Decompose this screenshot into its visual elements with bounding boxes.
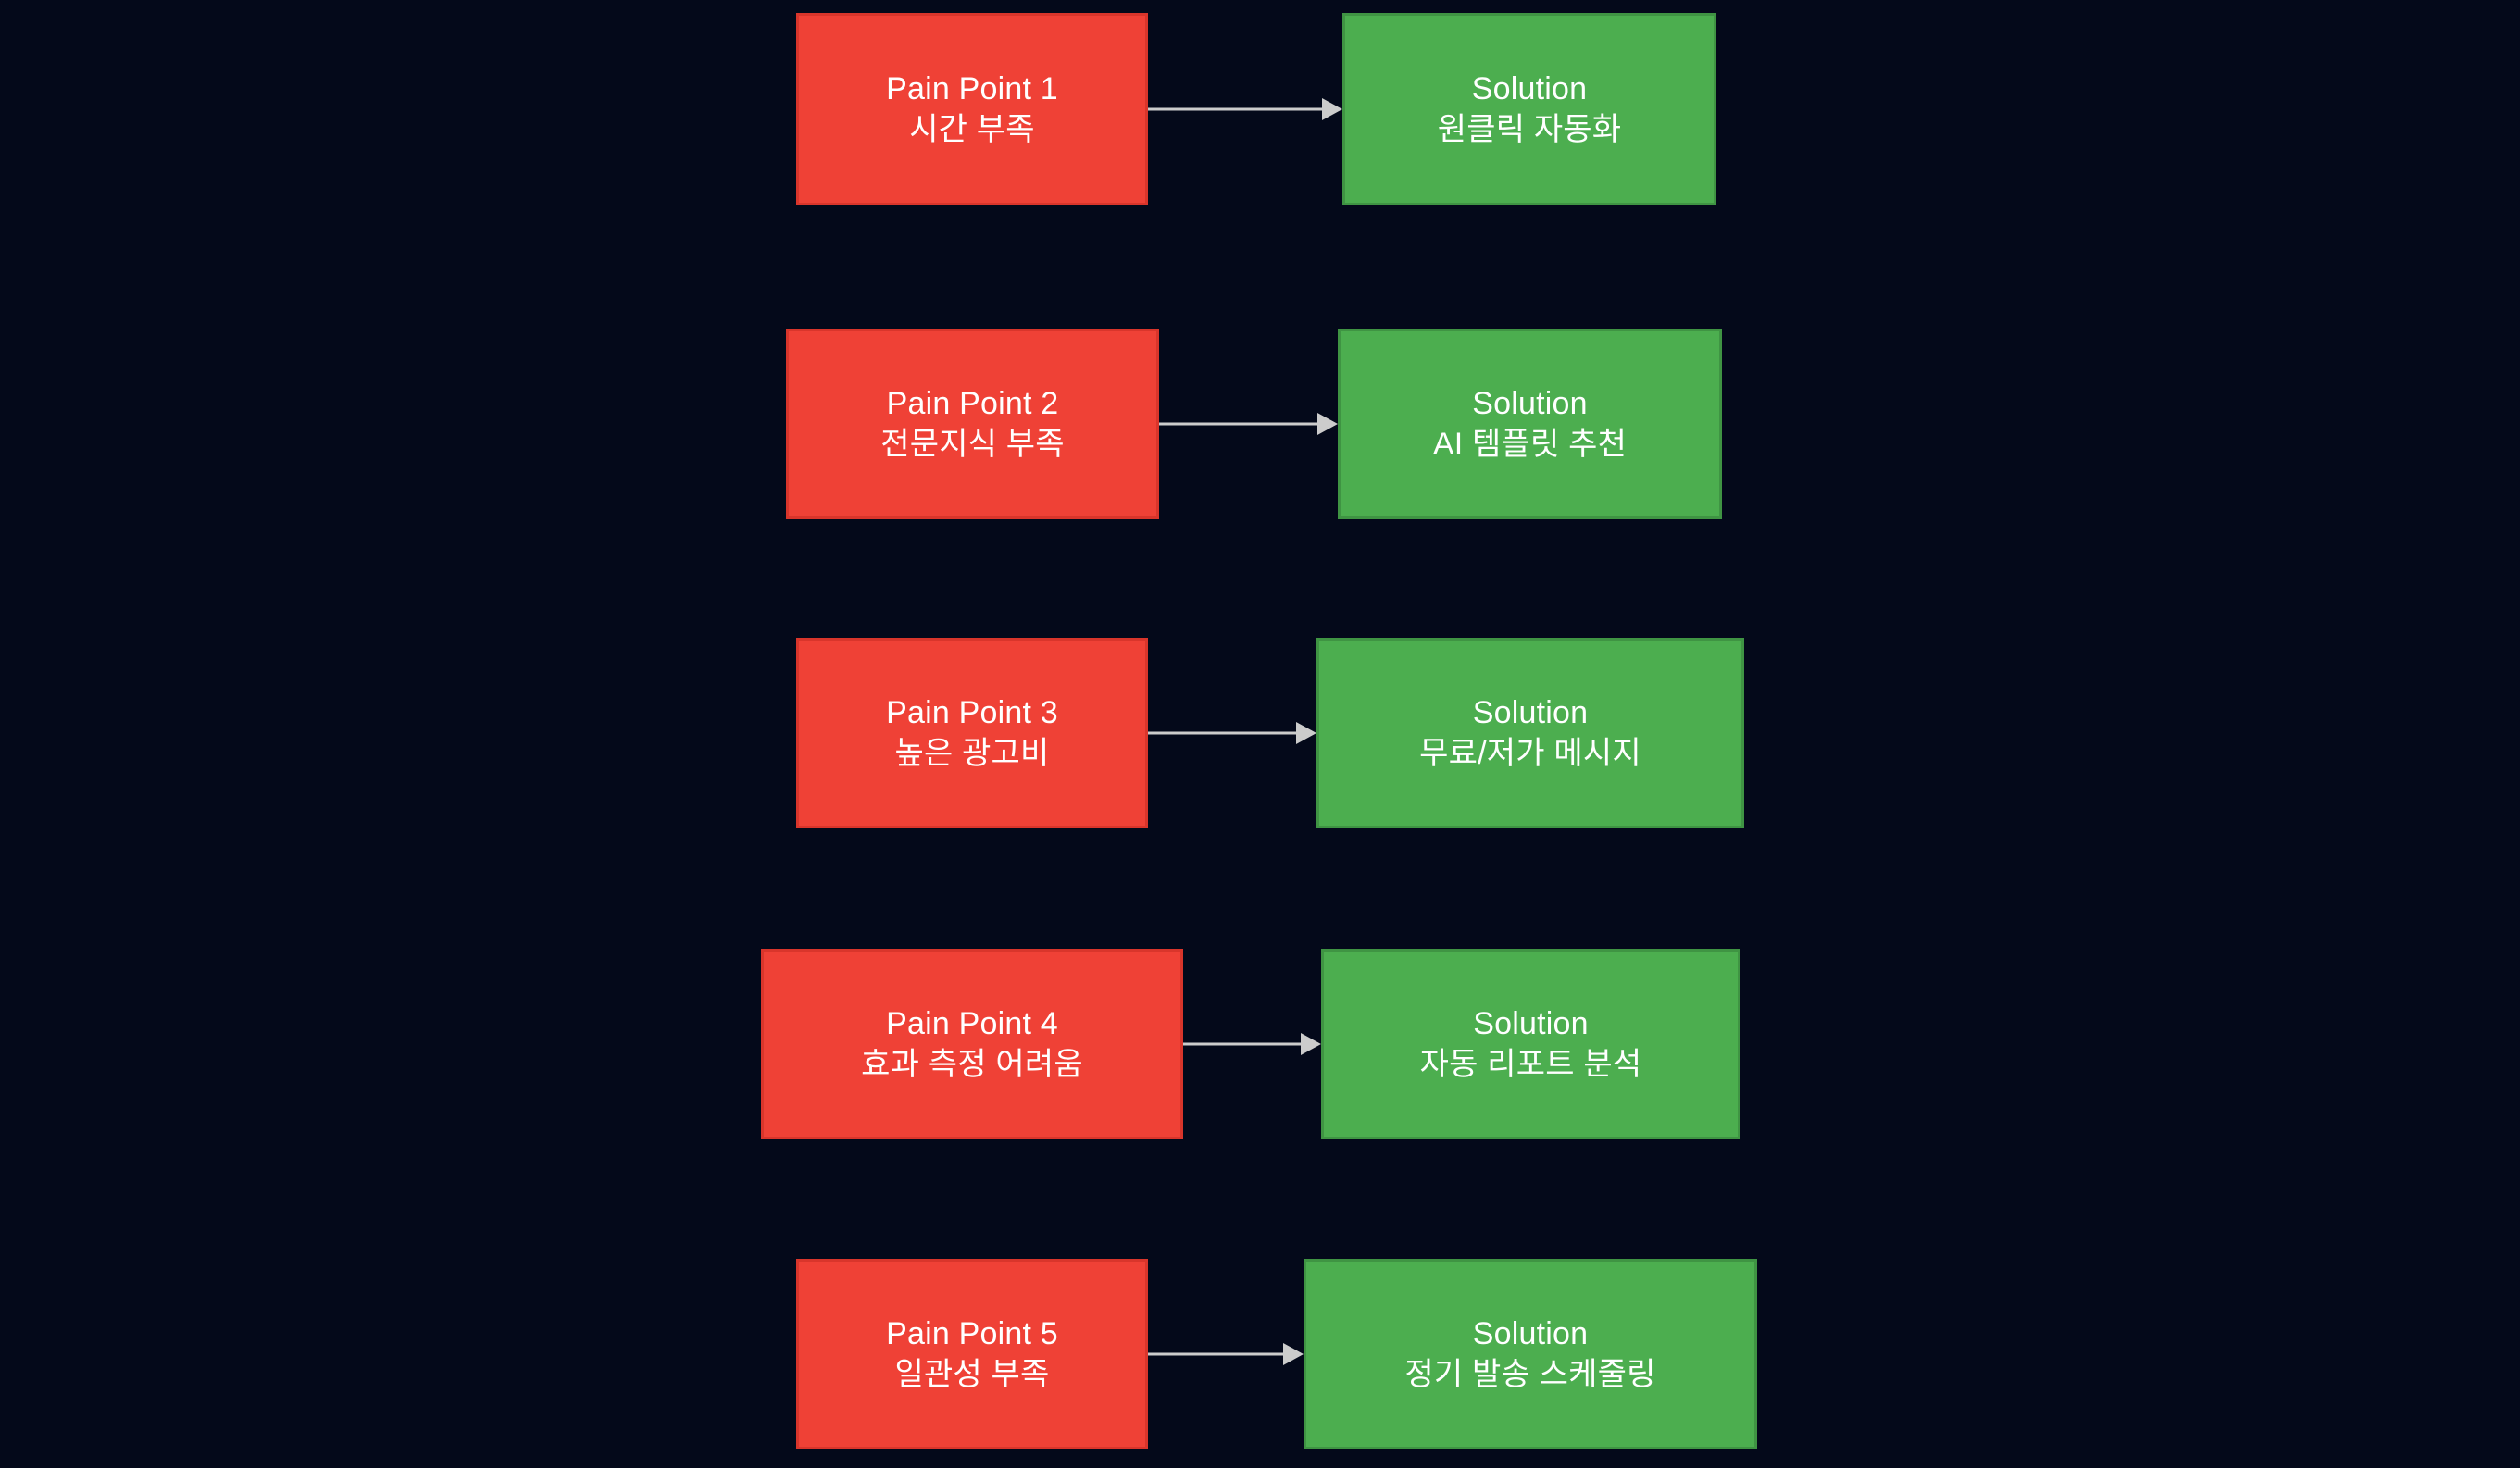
pain-point-title-5: Pain Point 5 (886, 1315, 1058, 1351)
flow-row-3: Pain Point 3 높은 광고비 Solution 무료/저가 메시지 (0, 638, 2520, 828)
solution-title-4: Solution (1473, 1005, 1589, 1041)
pain-point-title-2: Pain Point 2 (886, 385, 1059, 421)
solution-node-4[interactable]: Solution 자동 리포트 분석 (1321, 949, 1740, 1139)
solution-detail-5: 정기 발송 스케줄링 (1404, 1357, 1656, 1392)
solution-node-2[interactable]: Solution AI 템플릿 추천 (1338, 329, 1722, 519)
solution-node-1[interactable]: Solution 원클릭 자동화 (1342, 13, 1716, 205)
pain-point-detail-4: 효과 측정 어려움 (861, 1047, 1083, 1082)
pain-point-detail-5: 일관성 부족 (894, 1357, 1050, 1392)
solution-node-5[interactable]: Solution 정기 발송 스케줄링 (1304, 1259, 1757, 1449)
pain-point-detail-3: 높은 광고비 (894, 736, 1050, 771)
solution-title-3: Solution (1472, 694, 1589, 730)
flow-arrow-3 (1148, 715, 1316, 752)
flow-arrow-4 (1183, 1026, 1321, 1063)
flow-row-1: Pain Point 1 시간 부족 Solution 원클릭 자동화 (0, 13, 2520, 205)
solution-title-2: Solution (1472, 385, 1588, 421)
solution-detail-4: 자동 리포트 분석 (1419, 1047, 1642, 1082)
solution-detail-1: 원클릭 자동화 (1437, 112, 1622, 147)
pain-point-title-1: Pain Point 1 (886, 70, 1058, 106)
pain-point-node-1[interactable]: Pain Point 1 시간 부족 (796, 13, 1148, 205)
pain-point-node-2[interactable]: Pain Point 2 전문지식 부족 (786, 329, 1159, 519)
solution-detail-3: 무료/저가 메시지 (1419, 736, 1641, 771)
solution-node-3[interactable]: Solution 무료/저가 메시지 (1316, 638, 1744, 828)
solution-detail-2: AI 템플릿 추천 (1432, 427, 1628, 462)
flow-row-4: Pain Point 4 효과 측정 어려움 Solution 자동 리포트 분… (0, 949, 2520, 1139)
flow-row-5: Pain Point 5 일관성 부족 Solution 정기 발송 스케줄링 (0, 1259, 2520, 1449)
flow-arrow-2 (1159, 405, 1338, 442)
solution-title-1: Solution (1471, 70, 1588, 106)
pain-point-detail-2: 전문지식 부족 (880, 427, 1065, 462)
pain-point-node-5[interactable]: Pain Point 5 일관성 부족 (796, 1259, 1148, 1449)
pain-point-title-3: Pain Point 3 (886, 694, 1058, 730)
pain-point-node-3[interactable]: Pain Point 3 높은 광고비 (796, 638, 1148, 828)
flow-row-2: Pain Point 2 전문지식 부족 Solution AI 템플릿 추천 (0, 329, 2520, 519)
pain-point-node-4[interactable]: Pain Point 4 효과 측정 어려움 (761, 949, 1183, 1139)
flow-arrow-5 (1148, 1336, 1304, 1373)
pain-point-title-4: Pain Point 4 (886, 1005, 1058, 1041)
flow-arrow-1 (1148, 91, 1342, 128)
solution-title-5: Solution (1472, 1315, 1589, 1351)
pain-point-detail-1: 시간 부족 (909, 112, 1035, 147)
